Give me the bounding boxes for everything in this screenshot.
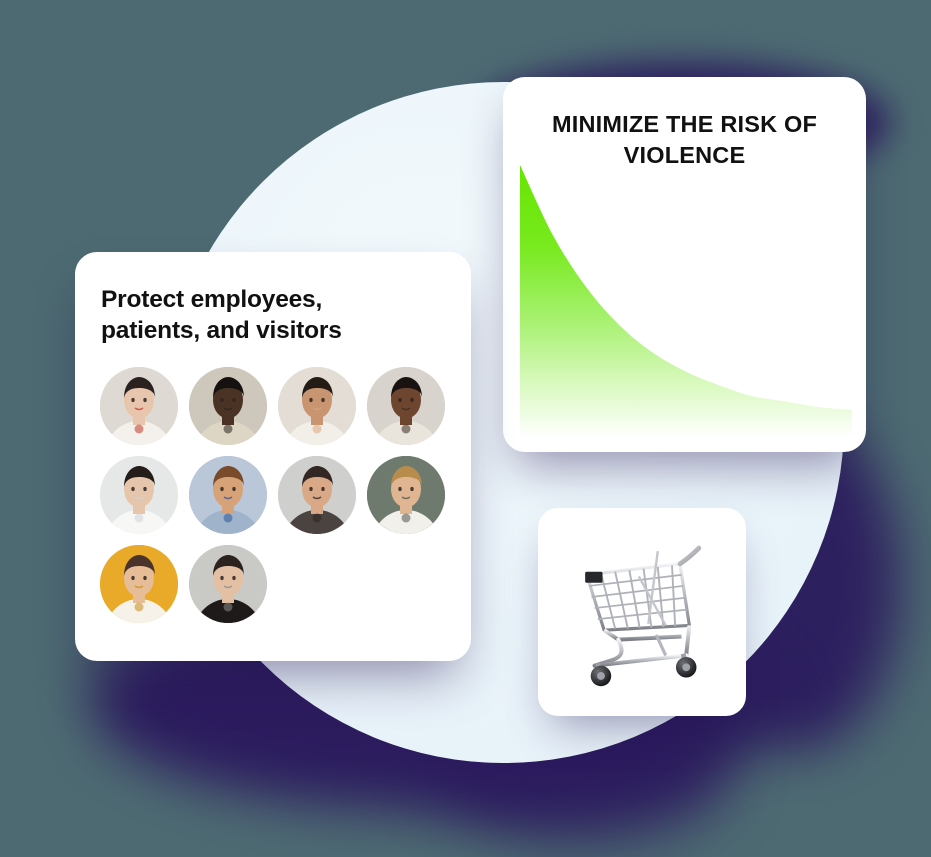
chart-card-title: MINIMIZE THE RISK OF VIOLENCE [503, 77, 866, 171]
protect-people-card: Protect employees, patients, and visitor… [75, 252, 471, 661]
avatar [100, 366, 178, 445]
chart-title-line-1: MINIMIZE THE RISK OF [551, 111, 818, 137]
avatar [367, 366, 445, 445]
people-card-title: Protect employees, patients, and visitor… [75, 252, 405, 347]
risk-chart-card: MINIMIZE THE RISK OF VIOLENCE [503, 77, 866, 452]
avatar [189, 455, 267, 534]
avatar [189, 544, 267, 623]
avatar-grid [75, 347, 471, 623]
people-title-line-2: patients, and visitors [101, 317, 342, 345]
people-title-line-1: Protect employees, [101, 286, 323, 313]
shopping-cart-icon [562, 537, 722, 687]
shopping-cart-card [538, 508, 746, 716]
chart-title-line-2: VIOLENCE [623, 142, 746, 169]
avatar [367, 455, 445, 534]
risk-decay-area-chart [520, 165, 852, 437]
avatar [278, 366, 356, 445]
avatar [100, 544, 178, 623]
avatar [100, 455, 178, 534]
avatar [278, 455, 356, 534]
avatar [189, 366, 267, 445]
